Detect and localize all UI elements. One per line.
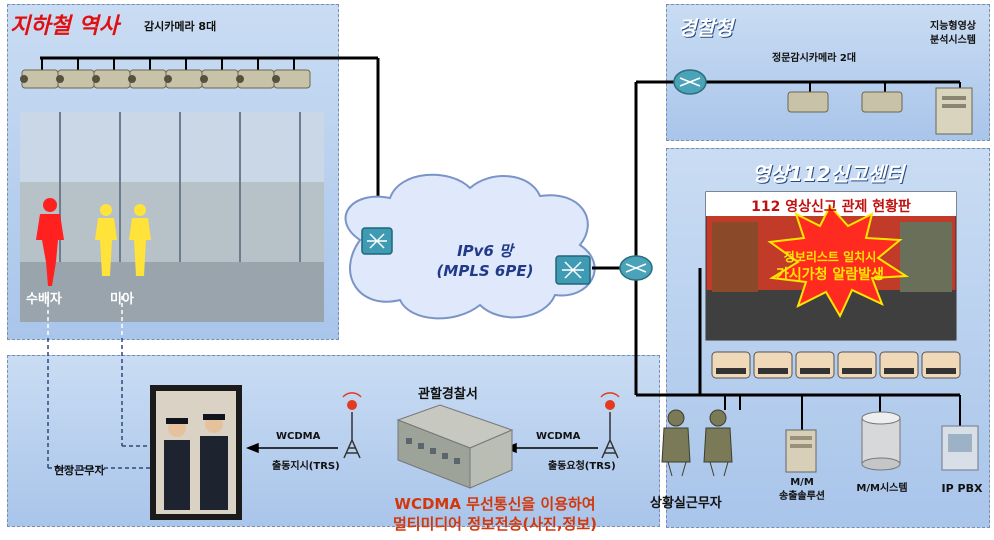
network-label-line2: (MPLS 6PE) — [436, 262, 534, 280]
dispatch-request-label: 출동요청(TRS) — [548, 461, 616, 472]
mm-system-icon — [861, 411, 901, 471]
mm-switch-label-line2: 송출솔루션 — [779, 491, 825, 502]
station-title: 관할경찰서 — [418, 387, 478, 402]
gate-camera-icons — [787, 91, 903, 113]
analysis-label-line1: 지능형영상 — [930, 21, 976, 32]
police-hq-title: 경찰청 — [678, 16, 734, 40]
board-title: 112 영상신고 관제 현황판 — [751, 199, 911, 215]
alarm-line1: 정보리스트 일치시 — [783, 250, 877, 264]
operator-icons — [661, 409, 733, 477]
gate-camera-label: 정문감시카메라 2대 — [772, 53, 857, 64]
analysis-server-icon — [935, 87, 973, 135]
subway-photo — [20, 112, 324, 322]
phone-icons — [711, 351, 961, 379]
analysis-label-line2: 분석시스템 — [930, 35, 976, 46]
ip-pbx-icon — [941, 425, 979, 471]
police-station-building — [396, 404, 514, 489]
field-panel — [7, 355, 660, 527]
missing-label: 미아 — [110, 292, 134, 307]
dispatch-arrows — [245, 442, 598, 454]
wcdma-right-label: WCDMA — [536, 431, 581, 442]
center-title: 영상112신고센터 — [752, 162, 905, 186]
subway-title: 지하철 역사 — [10, 14, 119, 39]
footer-line2: 멀티미디어 정보전송(사진,정보) — [392, 515, 598, 533]
mm-system-label: M/M시스템 — [856, 483, 908, 494]
wanted-label: 수배자 — [26, 292, 62, 307]
footer-line1: WCDMA 무선통신을 이용하여 — [394, 495, 596, 513]
ipv6-cloud — [344, 173, 596, 320]
officers-photo — [150, 385, 242, 520]
missing-child-figures — [95, 204, 151, 276]
mm-switch-icon — [785, 429, 817, 473]
dispatch-order-label: 출동지시(TRS) — [272, 461, 340, 472]
mm-switch-label-line1: M/M — [790, 477, 814, 488]
subway-camera-label: 감시카메라 8대 — [144, 20, 217, 33]
network-label-line1: IPv6 망 — [457, 242, 513, 260]
operator-label: 상황실근무자 — [650, 496, 722, 511]
wanted-person-figure — [36, 198, 64, 286]
router-icons — [619, 69, 707, 281]
ip-pbx-label: IP PBX — [941, 482, 983, 495]
video-wall-board — [705, 191, 957, 341]
antenna-icons — [343, 412, 619, 459]
alarm-line2: 가시가청 알람발생 — [776, 267, 884, 283]
alarm-burst — [767, 204, 910, 319]
wcdma-left-label: WCDMA — [276, 431, 321, 442]
field-officer-label: 현장근무자 — [54, 464, 105, 477]
